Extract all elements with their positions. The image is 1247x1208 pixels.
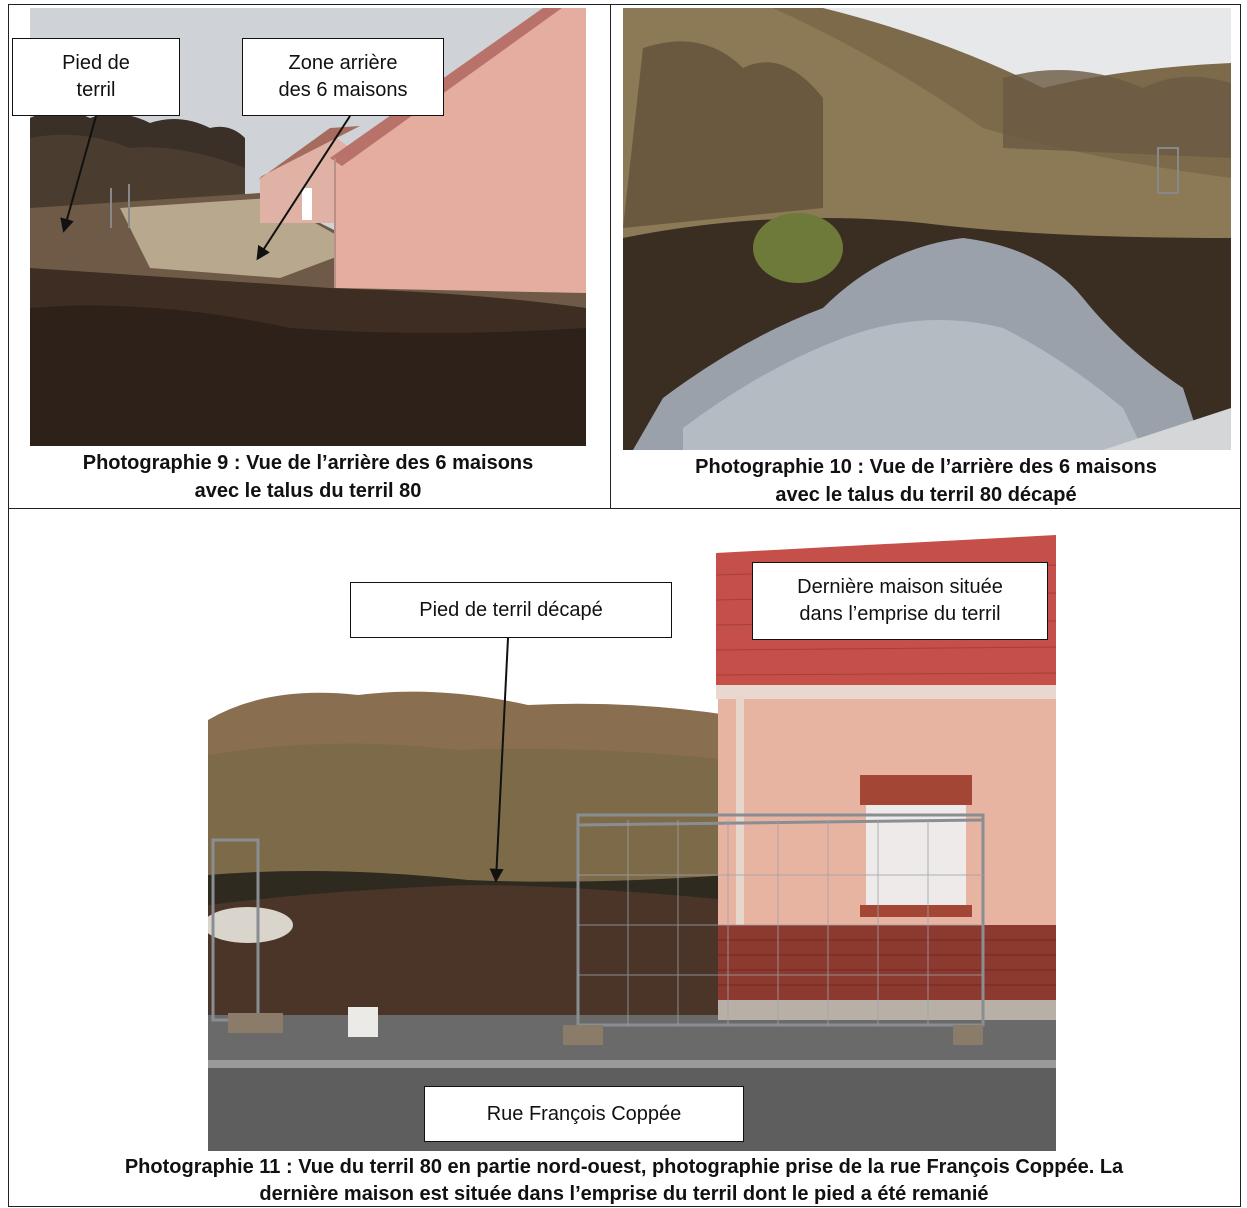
photo-11-label-derniere-maison: Dernière maison située dans l’emprise du… [752, 562, 1048, 640]
photo-9-label-pied-de-terril: Pied de terril [12, 38, 180, 116]
photo-9-label-zone-arriere: Zone arrière des 6 maisons [242, 38, 444, 116]
photo-10-caption: Photographie 10 : Vue de l’arrière des 6… [695, 456, 1157, 506]
photo-11-caption: Photographie 11 : Vue du terril 80 en pa… [124, 1156, 1124, 1205]
photo-11-label-pied-de-terril-decape: Pied de terril décapé [350, 582, 672, 638]
photo-9-caption: Photographie 9 : Vue de l’arrière des 6 … [82, 452, 534, 502]
photo-11-label-rue: Rue François Coppée [424, 1086, 744, 1142]
photo-10-image [623, 8, 1231, 450]
